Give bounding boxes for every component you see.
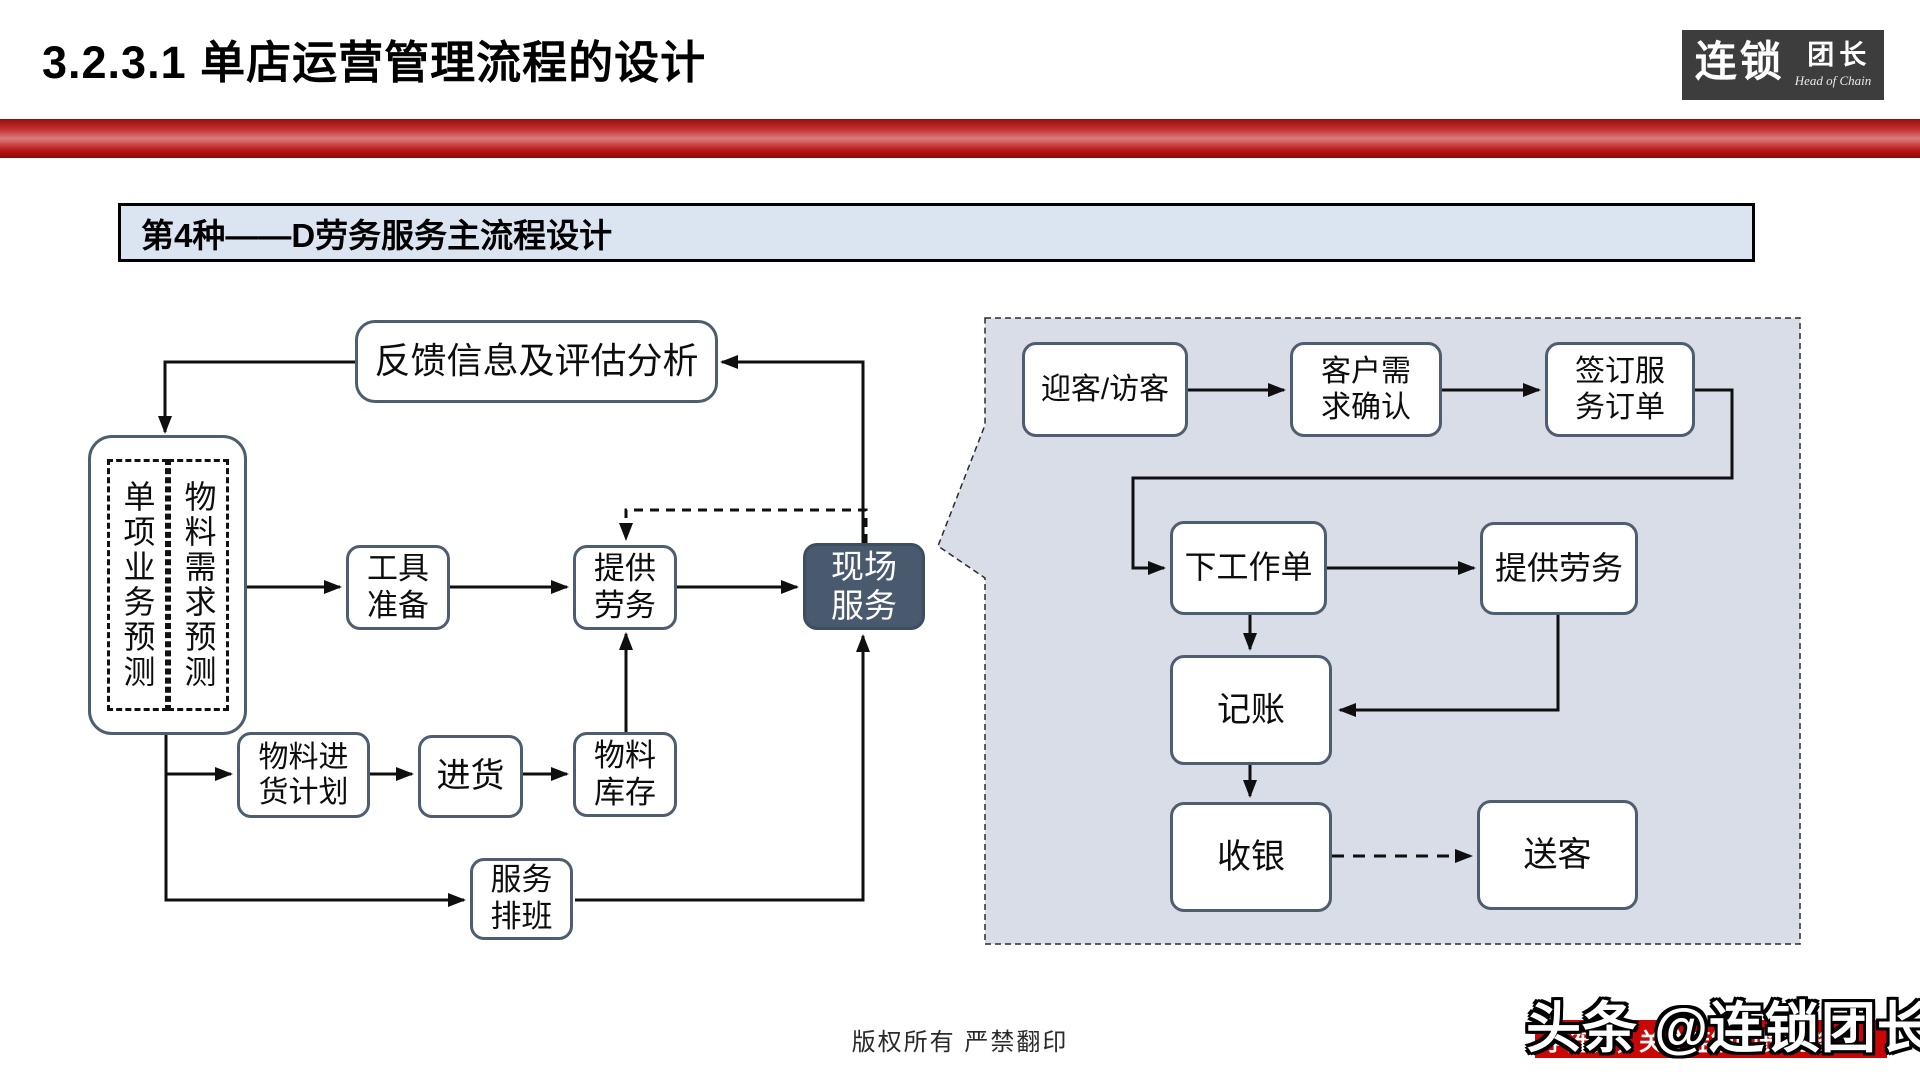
- node-forecast-material: 物料需求预测: [167, 459, 229, 711]
- connector-sign-to-workorder: [1131, 388, 1734, 575]
- node-feedback-analysis: 反馈信息及评估分析: [355, 320, 718, 403]
- node-purchase: 进货: [418, 735, 523, 818]
- brand-logo-right: 团长 Head of Chain: [1794, 40, 1872, 89]
- node-onsite-service: 现场 服务: [803, 543, 925, 630]
- node-forecast-group: 单项业务预测 物料需求预测: [88, 435, 247, 735]
- brand-logo-tagline: Head of Chain: [1794, 72, 1872, 88]
- brand-logo-name: 连锁: [1694, 38, 1785, 86]
- copyright-notice: 版权所有 严禁翻印: [851, 1029, 1069, 1056]
- node-welcome-guests: 迎客/访客: [1022, 342, 1188, 437]
- node-material-stock: 物料 库存: [573, 732, 677, 817]
- watermark-handle: 头条 @连锁团长: [1526, 997, 1920, 1059]
- node-material-purchase-plan: 物料进 货计划: [237, 732, 370, 818]
- section-header: 第4种——D劳务服务主流程设计: [118, 203, 1755, 262]
- connector-feedback-to-forecast: [158, 360, 355, 434]
- node-cashier: 收银: [1170, 802, 1332, 912]
- red-divider-bar: [0, 119, 1920, 158]
- page-title: 3.2.3.1 单店运营管理流程的设计: [42, 37, 707, 88]
- node-bookkeeping: 记账: [1170, 655, 1332, 765]
- brand-logo-row: 连锁 团长 Head of Chain: [1694, 38, 1872, 89]
- connector-schedule-to-onsite: [575, 634, 870, 902]
- connector-forecast-to-schedule: [164, 735, 466, 907]
- brand-logo-suffix: 团长: [1807, 40, 1872, 71]
- node-forecast-business: 单项业务预测: [106, 459, 168, 711]
- watermark-banner: 学连锁，关注连锁团长就够了。: [1535, 1020, 1887, 1058]
- node-provide-labor: 提供 劳务: [573, 545, 677, 630]
- brand-logo: 连锁 团长 Head of Chain: [1682, 30, 1884, 100]
- node-work-order: 下工作单: [1170, 521, 1327, 615]
- node-provide-labor-right: 提供劳务: [1480, 522, 1638, 615]
- node-send-off: 送客: [1477, 800, 1638, 910]
- connector-provide-to-bookkeeping: [1338, 615, 1560, 717]
- connector-onsite-to-provide-dashed: [619, 508, 868, 543]
- node-sign-service-order: 签订服 务订单: [1545, 342, 1695, 437]
- callout-panel: [937, 317, 1801, 945]
- node-service-schedule: 服务 排班: [470, 858, 573, 940]
- node-confirm-customer-need: 客户需 求确认: [1290, 342, 1442, 437]
- node-tool-preparation: 工具 准备: [346, 545, 450, 630]
- connector-onsite-to-feedback: [720, 355, 865, 545]
